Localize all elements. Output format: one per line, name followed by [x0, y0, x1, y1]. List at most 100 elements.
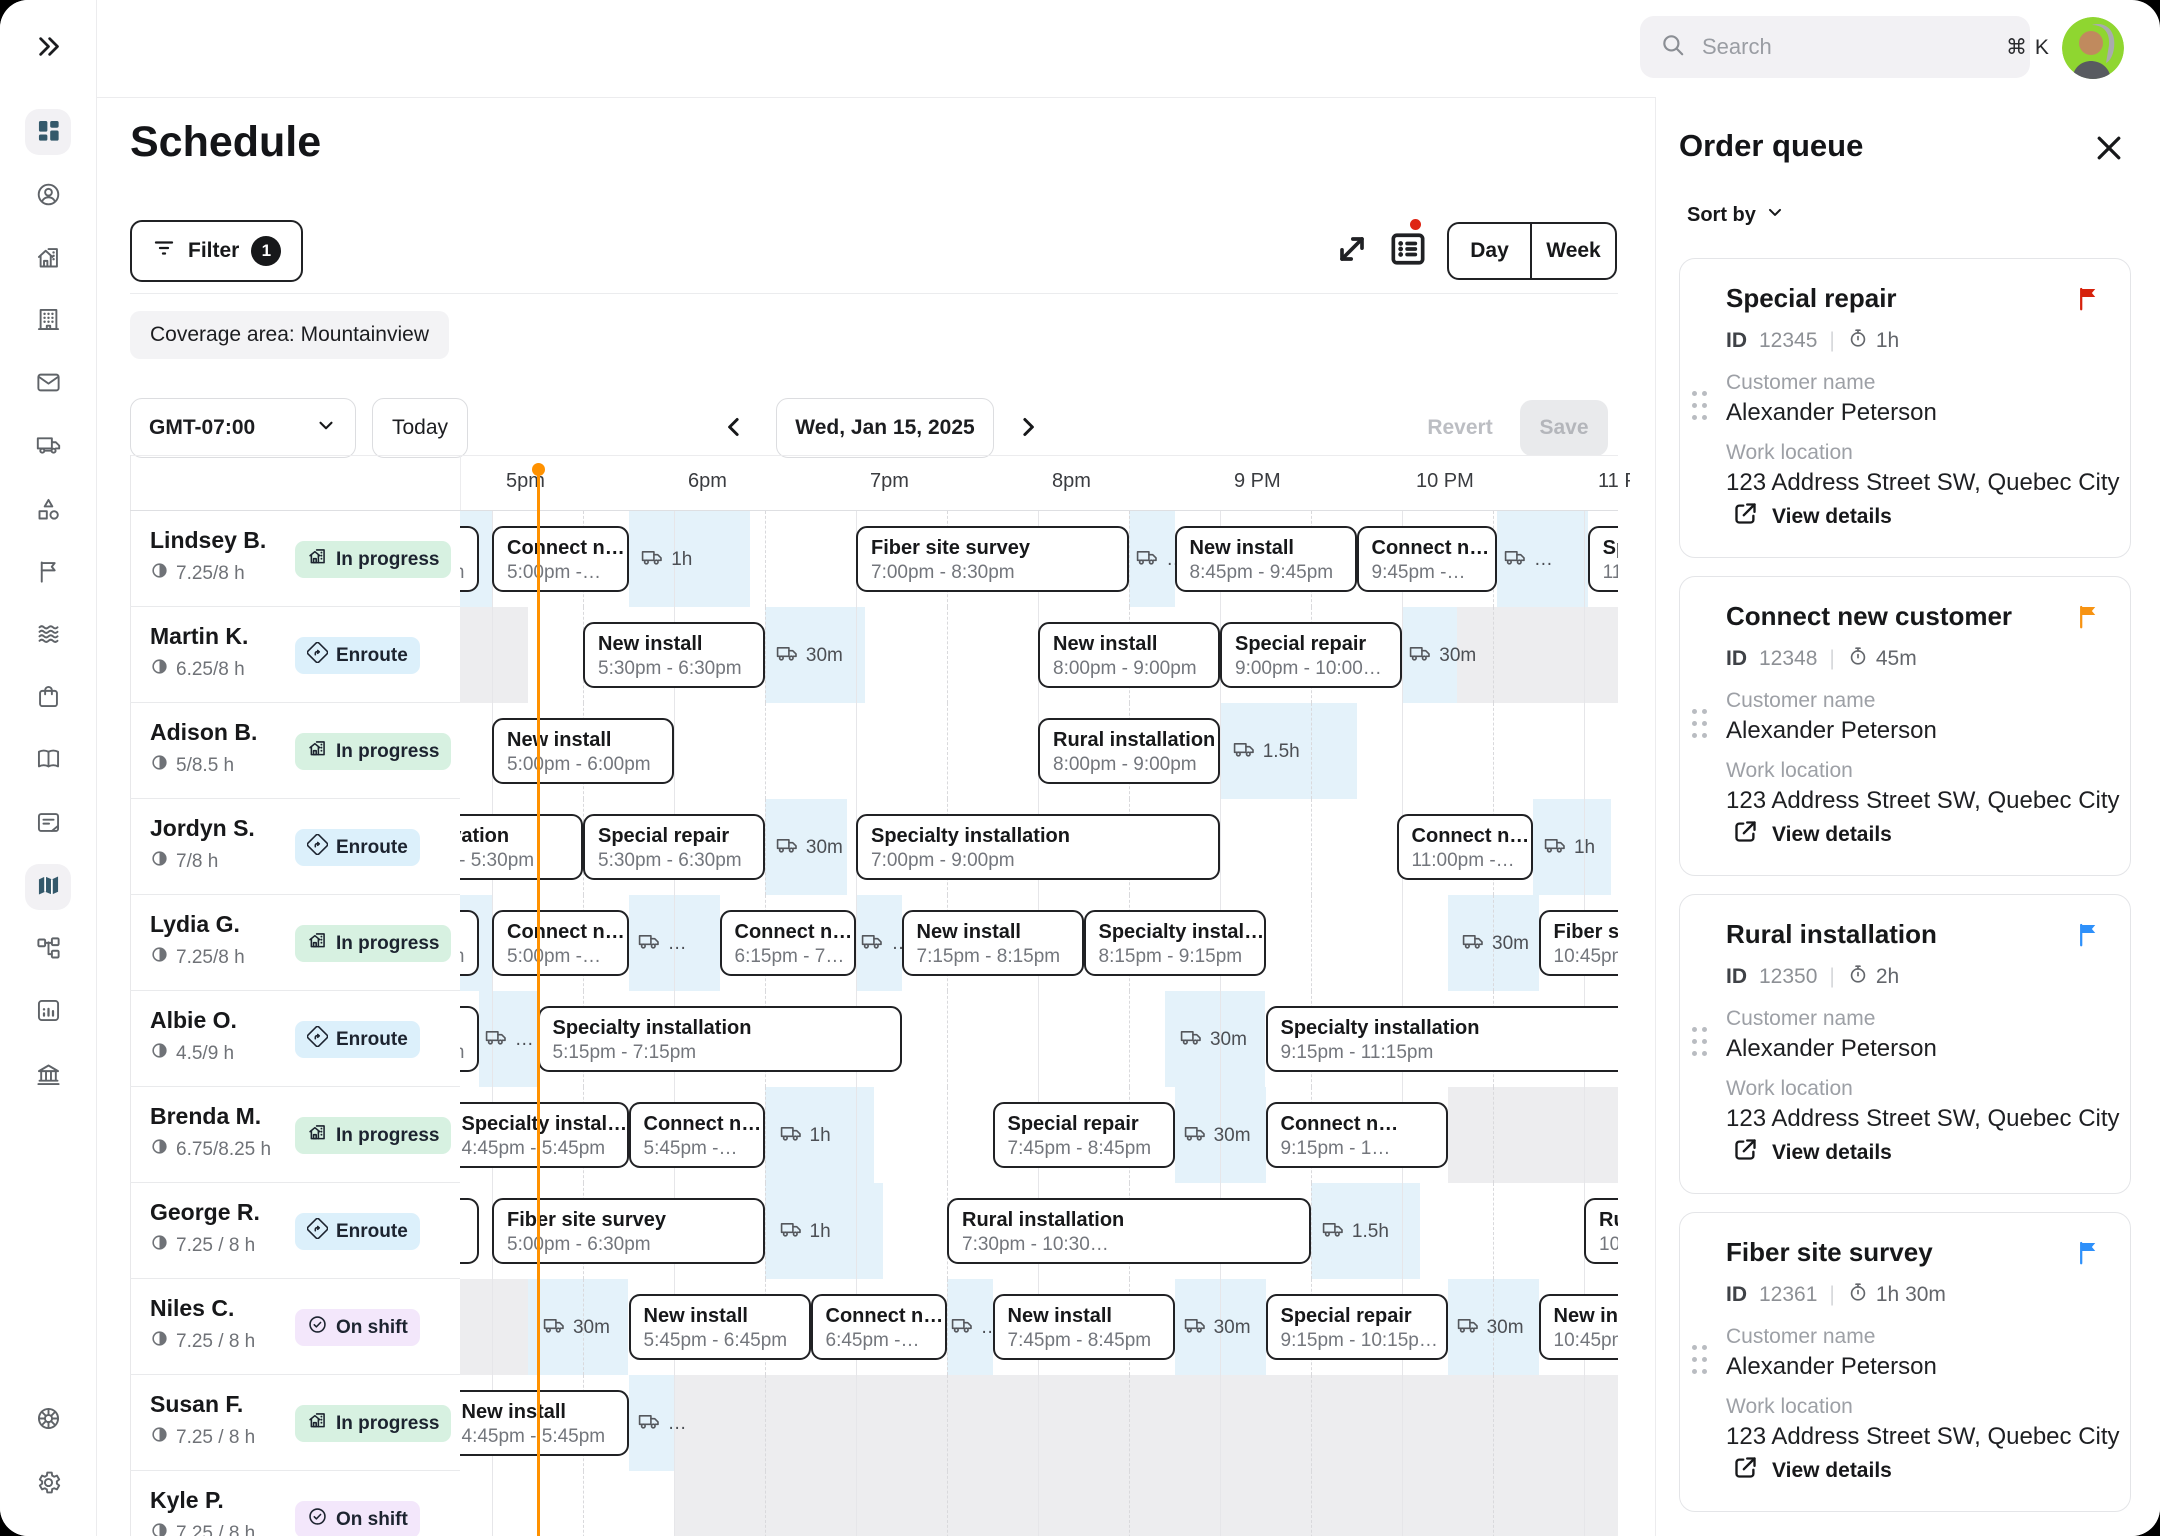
sidebar-item-network[interactable]: [25, 927, 71, 973]
next-day-button[interactable]: [1010, 410, 1046, 446]
event-card[interactable]: …pm: [460, 910, 480, 976]
event-card[interactable]: Connect n…9:15pm - 1…: [1265, 1102, 1448, 1168]
drag-handle-icon[interactable]: [1692, 709, 1716, 749]
dashboard-icon: [35, 117, 62, 147]
tab-week[interactable]: Week: [1546, 239, 1601, 262]
event-card[interactable]: tivationm - 5:30pm: [460, 814, 583, 880]
avatar[interactable]: [2062, 17, 2124, 79]
sidebar-item-flag[interactable]: [25, 550, 71, 596]
date-picker[interactable]: Wed, Jan 15, 2025: [776, 398, 994, 458]
sidebar-item-note[interactable]: [25, 801, 71, 847]
technician-hours-value: 7/8 h: [176, 850, 219, 872]
view-details-button[interactable]: View details: [1726, 499, 1898, 534]
order-queue-toggle-button[interactable]: [1382, 224, 1434, 276]
today-button[interactable]: Today: [372, 398, 468, 458]
expand-button[interactable]: [1328, 226, 1376, 274]
hour-gridline: [1220, 1471, 1221, 1536]
half-hour-gridline: [1493, 1087, 1494, 1183]
event-card[interactable]: Connect n…5:45pm -…: [628, 1102, 765, 1168]
event-card[interactable]: Connect n…6:45pm -…: [810, 1294, 947, 1360]
sidebar-item-bag[interactable]: [25, 675, 71, 721]
event-time: 5:45pm - 6:45pm: [643, 1330, 788, 1351]
event-card[interactable]: Connect n…5:00pm -…: [492, 526, 629, 592]
event-card[interactable]: Specialty instal…4:45pm - 5:45pm: [460, 1102, 629, 1168]
truck-icon: [1504, 549, 1527, 572]
order-duration: 45m: [1847, 645, 1917, 673]
status-badge: In progress: [295, 1405, 452, 1442]
save-button[interactable]: Save: [1520, 400, 1608, 456]
event-card[interactable]: …pm: [460, 1006, 480, 1072]
sidebar-item-home-building[interactable]: [25, 236, 71, 282]
revert-button[interactable]: Revert: [1408, 398, 1512, 458]
tab-day[interactable]: Day: [1449, 224, 1532, 278]
sort-by-button[interactable]: Sort by: [1681, 201, 1791, 229]
event-card[interactable]: Fiber sit…10:45pm…: [1538, 910, 1618, 976]
sidebar-item-map[interactable]: [25, 864, 71, 910]
filter-button[interactable]: Filter 1: [130, 220, 304, 282]
view-details-button[interactable]: View details: [1726, 817, 1898, 852]
close-order-queue-button[interactable]: [2087, 127, 2131, 171]
sidebar-item-shapes[interactable]: [25, 488, 71, 534]
search-icon: [1660, 32, 1686, 63]
travel-band: [1496, 511, 1588, 607]
status-badge-label: In progress: [336, 932, 440, 954]
event-card[interactable]: Connect n…9:45pm -…: [1356, 526, 1497, 592]
drag-handle-icon[interactable]: [1692, 1027, 1716, 1067]
half-hour-gridline: [1311, 799, 1312, 895]
event-card[interactable]: Connect n…6:15pm - 7…: [719, 910, 856, 976]
event-card[interactable]: Specialty instal…8:15pm - 9:15pm: [1083, 910, 1266, 976]
sidebar-item-gear[interactable]: [25, 1461, 71, 1507]
view-details-button[interactable]: View details: [1726, 1135, 1898, 1170]
coverage-area-chip[interactable]: Coverage area: Mountainview: [130, 311, 449, 359]
search-input[interactable]: [1700, 33, 1992, 61]
event-card[interactable]: tm: [460, 1198, 480, 1264]
sidebar-item-waves[interactable]: [25, 612, 71, 658]
sidebar-item-building[interactable]: [25, 298, 71, 344]
drag-handle-icon[interactable]: [1692, 391, 1716, 431]
view-details-button[interactable]: View details: [1726, 1453, 1898, 1488]
sidebar-item-mail[interactable]: [25, 361, 71, 407]
sidebar-item-person[interactable]: [25, 173, 71, 219]
timezone-select[interactable]: GMT-07:00: [130, 398, 356, 458]
sidebar-item-truck[interactable]: [25, 423, 71, 469]
sidebar-item-wheel[interactable]: [25, 1397, 71, 1443]
search-bar[interactable]: ⌘ K: [1640, 16, 2049, 78]
event-card[interactable]: Connect n…11:00pm -…: [1396, 814, 1534, 880]
sidebar-item-chart[interactable]: [25, 989, 71, 1035]
status-badge-label: In progress: [336, 1124, 440, 1146]
sidebar-item-bank[interactable]: [25, 1053, 71, 1099]
event-card[interactable]: Ru…10:…: [1584, 1198, 1618, 1264]
event-card[interactable]: Sp…11:…: [1587, 526, 1618, 592]
event-card[interactable]: …pm: [460, 526, 480, 592]
prev-day-button[interactable]: [716, 410, 752, 446]
drag-handle-icon[interactable]: [1692, 1345, 1716, 1385]
sidebar-collapse-button[interactable]: [25, 25, 71, 71]
sidebar-item-book[interactable]: [25, 737, 71, 783]
event-card[interactable]: New ins…10:45pm…: [1538, 1294, 1618, 1360]
sidebar-item-dashboard[interactable]: [25, 109, 71, 155]
event-card[interactable]: Connect n…5:00pm -…: [492, 910, 629, 976]
